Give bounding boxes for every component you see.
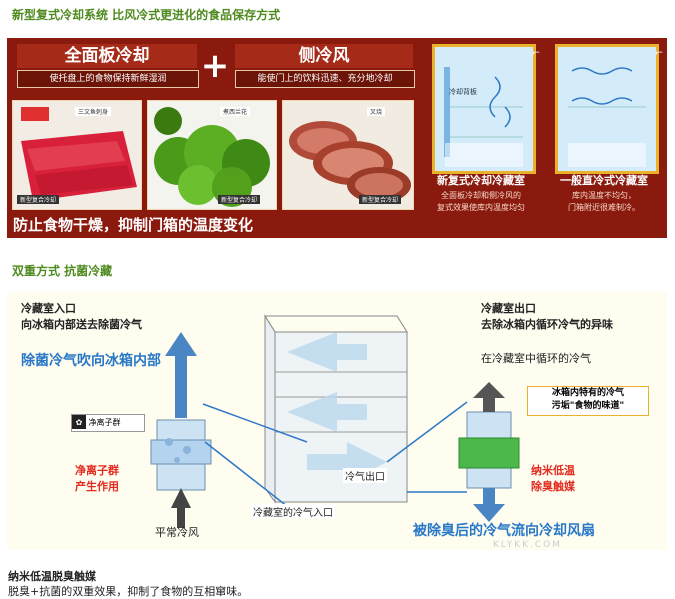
fridge2-desc-2: 门箱附近很难制冷。: [568, 203, 640, 212]
food-brand-1: 新型复合冷却: [17, 195, 60, 204]
fridge2-title: 一般直冷式冷藏室: [560, 174, 648, 187]
normal-air-label: 平常冷风: [155, 526, 199, 539]
section1-heading: 新型复式冷却系统 比风冷式更进化的食品保存方式: [12, 8, 281, 22]
antibacterial-diagram: [150, 314, 520, 528]
food-brand-3: 新型复合冷却: [359, 195, 402, 204]
ion-red-1: 净离子群: [75, 464, 119, 477]
grapes-icon: ✿: [72, 415, 86, 429]
food-tag-char-siu: 叉烧: [367, 107, 386, 116]
inlet-blue-caption: 除菌冷气吹向冰箱内部: [21, 353, 161, 369]
corner-mark-1: ⌐: [532, 48, 541, 59]
bottom-caption: 防止食物干燥，抑制门箱的温度变化: [13, 216, 254, 234]
odor-note-2: 污垢"食物的味道": [551, 401, 625, 411]
inlet-title: 冷藏室入口: [21, 302, 76, 315]
nano-red-2: 除臭触媒: [531, 480, 575, 493]
broccoli-photo: 煮西兰花 新型复合冷却: [147, 100, 277, 210]
food-tag-broccoli: 煮西兰花: [220, 107, 251, 116]
fridge-diagram-composite: 冷却背板: [432, 44, 536, 174]
side-cold-air-subtitle: 能使门上的饮料迅速、充分地冷却: [235, 70, 415, 88]
broccoli-image: [154, 107, 270, 207]
full-panel-cooling-subtitle: 使托盘上的食物保持新鲜湿润: [17, 70, 199, 88]
inlet-desc: 向冰箱内部送去除菌冷气: [21, 318, 142, 331]
corner-mark-2: ⌐: [655, 48, 664, 59]
outlet-title: 冷藏室出口: [481, 302, 536, 315]
center-inlet-label: 冷藏室的冷气入口: [251, 504, 335, 519]
center-outlet-label: 冷气出口: [343, 468, 387, 483]
ion-badge: ✿ 净离子群: [71, 414, 145, 432]
ion-badge-label: 净离子群: [88, 418, 121, 427]
fridge1-title: 新复式冷却冷藏室: [437, 174, 525, 187]
plus-sign: +: [200, 46, 230, 86]
section2-heading: 双重方式 抗菌冷藏: [12, 264, 113, 278]
nano-red-1: 纳米低温: [531, 464, 575, 477]
fridge1-desc-1: 全面板冷却和侧冷风的: [441, 191, 521, 200]
fridge2-desc-1: 库内温度不均匀，: [572, 191, 636, 200]
footer-title: 纳米低温脱臭触媒: [8, 570, 96, 583]
direct-cooling-diagram: [558, 47, 656, 171]
food-tag-salmon: 三文鱼刺身: [75, 107, 112, 116]
side-cold-air-title: 侧冷风: [235, 44, 413, 68]
fridge-diagram-direct: [555, 44, 659, 174]
fridge1-desc-2: 复式效果使库内温度均匀: [437, 203, 525, 212]
full-panel-cooling-title: 全面板冷却: [17, 44, 197, 68]
odor-note-box: 冰箱内特有的冷气 污垢"食物的味道": [527, 386, 649, 416]
watermark: KLYKK.COM: [493, 540, 563, 550]
composite-airflow-diagram: [435, 47, 533, 171]
footer-desc: 脱臭+抗菌的双重效果，抑制了食物的互相窜味。: [8, 585, 249, 598]
outlet-blue-caption: 被除臭后的冷气流向冷却风扇: [413, 523, 595, 539]
antibacterial-diagram-panel: 冷藏室入口 向冰箱内部送去除菌冷气 除菌冷气吹向冰箱内部 ✿ 净离子群 净离子群…: [7, 292, 667, 550]
cooling-system-panel: 全面板冷却 使托盘上的食物保持新鲜湿润 + 侧冷风 能使门上的饮料迅速、充分地冷…: [7, 38, 667, 238]
food-brand-2: 新型复合冷却: [218, 195, 261, 204]
char-siu-photo: 叉烧 新型复合冷却: [282, 100, 414, 210]
outlet-desc: 去除冰箱内循环冷气的异味: [481, 318, 613, 331]
char-siu-image: [289, 121, 411, 203]
ion-red-2: 产生作用: [75, 480, 119, 493]
salmon-image: [21, 107, 137, 201]
cooling-back-panel-label: 冷却背板: [449, 88, 477, 96]
odor-note-1: 冰箱内特有的冷气: [551, 388, 624, 398]
salmon-photo: 三文鱼刺身 新型复合冷却: [12, 100, 142, 210]
circulating-air-label: 在冷藏室中循环的冷气: [481, 352, 591, 365]
